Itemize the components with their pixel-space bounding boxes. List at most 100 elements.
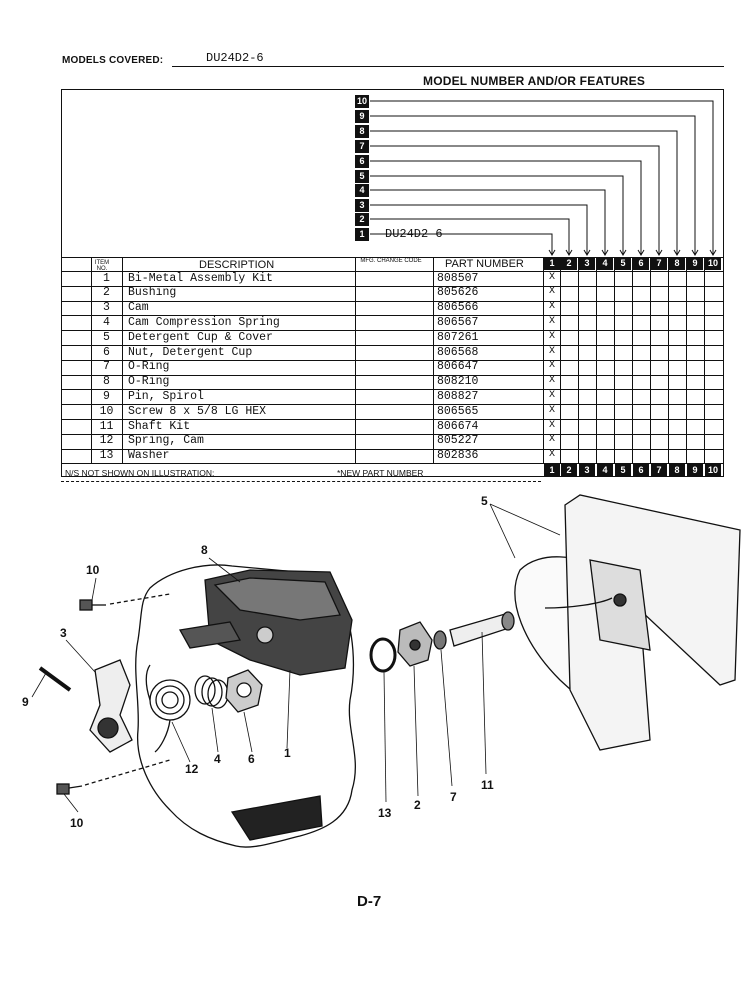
callout-7: 7 — [450, 790, 457, 804]
leader-arrow-8 — [673, 249, 681, 256]
table-row-rule — [61, 389, 724, 391]
leader-model-2 — [370, 218, 570, 255]
models-covered-label: MODELS COVERED: — [62, 55, 164, 66]
model-col-header-7: 7 — [651, 257, 667, 270]
table-col-rule — [704, 257, 705, 464]
model-index-3: 3 — [355, 199, 369, 212]
screw-10-bottom — [56, 783, 83, 795]
leader-arrow-7 — [655, 249, 663, 256]
row-model-1-mark: X — [548, 375, 555, 387]
model-features-title: MODEL NUMBER AND/OR FEATURES — [423, 74, 646, 88]
model-col-footer-8: 8 — [669, 464, 685, 478]
row-model-1-mark: X — [548, 434, 555, 446]
row-part-number: 802836 — [437, 449, 479, 463]
model-index-2: 2 — [355, 213, 369, 226]
row-part-number: 806674 — [437, 419, 479, 433]
table-row-rule — [61, 271, 724, 272]
table-col-rule — [650, 257, 651, 464]
row-description: Spring, Cam — [128, 434, 204, 448]
row-item-no: 11 — [99, 419, 114, 433]
table-col-rule — [122, 257, 123, 464]
model-index-8: 8 — [355, 125, 369, 138]
table-row-rule — [61, 463, 724, 465]
model-col-footer-10: 10 — [705, 464, 721, 478]
table-top-rule — [61, 257, 724, 258]
callout-2: 2 — [414, 798, 421, 812]
table-col-rule — [668, 257, 669, 464]
callout-12: 12 — [185, 762, 199, 776]
col-item-header: ITEM NO. — [94, 260, 110, 272]
leader-arrow-10 — [709, 249, 717, 256]
exploded-parts-illustration — [31, 494, 741, 848]
row-model-1-mark: X — [548, 404, 555, 416]
table-row-rule — [61, 359, 724, 361]
row-description: Nut, Detergent Cup — [128, 345, 253, 359]
model-index-6: 6 — [355, 155, 369, 168]
model-col-header-10: 10 — [705, 257, 721, 270]
row-description: Cam — [128, 301, 149, 315]
callout-9: 9 — [22, 695, 29, 709]
col-mfg-header: MFG. CHANGE CODE — [360, 258, 422, 264]
detergent-cup-cover — [564, 494, 741, 751]
table-col-rule — [355, 257, 356, 464]
callout-6: 6 — [248, 752, 255, 766]
row-part-number: 806567 — [437, 315, 479, 329]
row-description: O-Ring — [128, 375, 170, 389]
row-item-no: 12 — [99, 434, 114, 448]
row-model-1-mark: X — [548, 449, 555, 461]
table-col-rule — [596, 257, 597, 464]
row-model-1-mark: X — [548, 360, 555, 372]
table-row-rule — [61, 300, 724, 302]
leader-arrow-3 — [583, 249, 591, 256]
model-col-header-5: 5 — [615, 257, 631, 270]
compression-spring — [194, 675, 229, 709]
table-row-rule — [61, 448, 724, 450]
row-model-1-mark: X — [548, 315, 555, 327]
leader-model-7 — [370, 145, 660, 255]
table-col-rule — [686, 257, 687, 464]
table-row-rule — [61, 433, 724, 435]
row-part-number: 807261 — [437, 330, 479, 344]
row-part-number: 808507 — [437, 271, 479, 285]
callout-10-bottom: 10 — [70, 816, 84, 830]
table-row-rule — [61, 330, 724, 332]
row-item-no: 9 — [103, 389, 110, 403]
callout-10-top: 10 — [86, 563, 100, 577]
model-index-7: 7 — [355, 140, 369, 153]
table-col-rule — [560, 257, 561, 464]
model-col-header-9: 9 — [687, 257, 703, 270]
row-model-1-mark: X — [548, 286, 555, 298]
callout-1: 1 — [284, 746, 291, 760]
o-ring-13 — [369, 637, 397, 673]
leader-model-9 — [370, 115, 696, 255]
table-row-rule — [61, 404, 724, 406]
row-part-number: 808827 — [437, 389, 479, 403]
row-item-no: 3 — [103, 301, 110, 315]
row-item-no: 10 — [99, 404, 114, 418]
models-covered-underline — [172, 66, 724, 67]
model-col-footer-4: 4 — [597, 464, 613, 478]
table-col-rule — [614, 257, 615, 464]
row-item-no: 13 — [99, 449, 114, 463]
leader-model-1 — [370, 233, 553, 255]
model-col-footer-5: 5 — [615, 464, 631, 478]
page-number: D-7 — [357, 893, 382, 910]
leader-arrow-4 — [601, 249, 609, 256]
table-row-rule — [61, 345, 724, 346]
table-col-rule — [632, 257, 633, 464]
row-item-no: 2 — [103, 286, 110, 300]
row-model-1-mark: X — [548, 345, 555, 357]
detergent-cup-nut — [225, 669, 263, 713]
row-item-no: 8 — [103, 375, 110, 389]
footer-ns-note: N/S NOT SHOWN ON ILLUSTRATION: — [65, 468, 215, 478]
model-col-header-3: 3 — [579, 257, 595, 270]
row-item-no: 7 — [103, 360, 110, 374]
table-col-rule — [433, 257, 434, 464]
model-col-footer-9: 9 — [687, 464, 703, 478]
model-col-header-8: 8 — [669, 257, 685, 270]
table-row-rule — [61, 419, 724, 420]
model-index-9: 9 — [355, 110, 369, 123]
panel-shadow — [230, 795, 323, 841]
row-model-1-mark: X — [548, 419, 555, 431]
leader-model-4 — [370, 189, 606, 255]
